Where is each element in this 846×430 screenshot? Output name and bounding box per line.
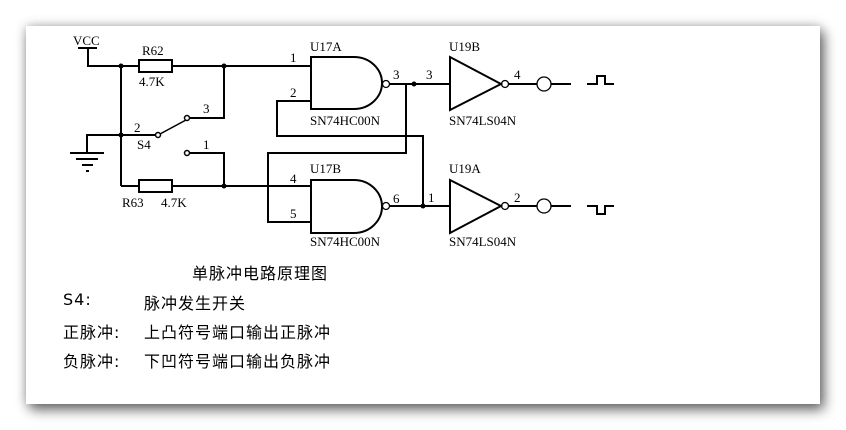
feedback-wire-u17a [276, 100, 424, 206]
u17b-pin4-label: 4 [290, 171, 297, 186]
u17a-ref-label: U17A [310, 39, 342, 54]
junction-dot [411, 81, 417, 87]
u19b-pin4-label: 4 [514, 67, 521, 82]
u19a-pin1-label: 1 [428, 190, 435, 205]
u17a-pin2-label: 2 [290, 85, 297, 100]
u19a-pin2-label: 2 [514, 190, 521, 205]
nand-gate-u17b [310, 179, 391, 234]
s4-pin1-label: 1 [203, 137, 210, 152]
u19b-ref-label: U19B [449, 39, 480, 54]
feedback-wire-u17b [267, 84, 407, 223]
u17b-ref-label: U17B [310, 161, 341, 176]
caption-line-key: 正脉冲: [63, 323, 121, 342]
u19a-part-label: SN74LS04N [449, 234, 517, 249]
u17a-pin3-label: 3 [393, 67, 400, 82]
caption-line-value: 脉冲发生开关 [144, 294, 247, 313]
diagram-title: 单脉冲电路原理图 [192, 264, 329, 283]
u19b-part-label: SN74LS04N [449, 113, 517, 128]
negative-pulse-icon [587, 205, 614, 215]
r63-ref-label: R63 [122, 195, 144, 210]
vcc-label: VCC [73, 33, 100, 48]
s4-pin2-label: 2 [134, 120, 141, 135]
negative-pulse-terminal [536, 198, 571, 214]
s4-ref-label: S4 [137, 137, 151, 152]
r63-value-label: 4.7K [161, 195, 187, 210]
switch-s4 [121, 66, 225, 186]
caption-line-value: 上凸符号端口输出正脉冲 [144, 323, 332, 342]
positive-pulse-icon [587, 75, 614, 85]
resistor-r62 [121, 59, 311, 73]
vcc-power-symbol [78, 47, 121, 67]
u17a-part-label: SN74HC00N [310, 113, 381, 128]
r62-value-label: 4.7K [139, 74, 165, 89]
junction-dot [420, 203, 426, 209]
s4-pin3-label: 3 [203, 101, 210, 116]
u17b-pin6-label: 6 [393, 191, 400, 206]
diagram-panel [26, 26, 820, 404]
u17a-pin1-label: 1 [290, 50, 297, 65]
u17b-part-label: SN74HC00N [310, 234, 381, 249]
nand-gate-u17a [310, 56, 391, 110]
ground-icon [70, 134, 121, 172]
caption-line-key: S4: [63, 290, 92, 309]
u17b-pin5-label: 5 [290, 206, 297, 221]
inverter-gate-u19a [449, 178, 537, 235]
positive-pulse-terminal [536, 76, 571, 92]
u19a-ref-label: U19A [449, 161, 481, 176]
caption-line-key: 负脉冲: [63, 352, 121, 371]
caption-line-value: 下凹符号端口输出负脉冲 [144, 352, 332, 371]
r62-ref-label: R62 [142, 43, 164, 58]
u19b-pin3-label: 3 [426, 67, 433, 82]
inverter-gate-u19b [449, 55, 537, 112]
